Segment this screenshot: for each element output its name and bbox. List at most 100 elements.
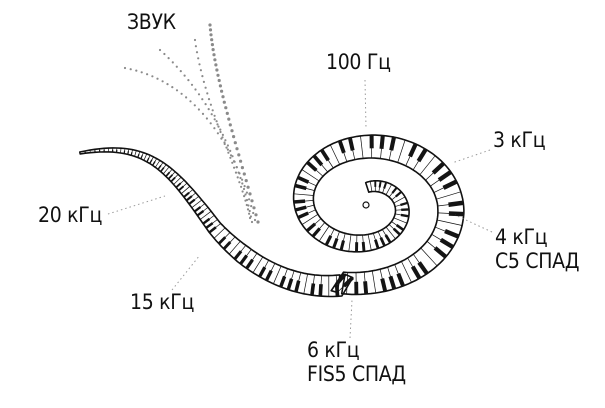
black-key <box>128 151 129 154</box>
sound-dot <box>247 208 249 210</box>
sound-dot <box>227 118 230 121</box>
sound-dot <box>244 200 246 202</box>
sound-dot <box>181 93 183 95</box>
sound-dot <box>248 213 250 215</box>
sound-dot <box>231 162 233 164</box>
sound-dot <box>246 204 248 206</box>
sound-dot <box>223 101 226 104</box>
sound-dot <box>229 123 232 126</box>
sound-dot <box>256 220 259 223</box>
sound-dot <box>247 186 250 189</box>
sound-dot <box>206 92 208 94</box>
sound-dot <box>212 109 214 111</box>
black-key <box>382 136 383 149</box>
label-20-khz: 20 кГц <box>38 203 102 227</box>
sound-dot <box>141 71 143 73</box>
sound-dot <box>236 166 238 168</box>
sound-dot <box>213 127 215 129</box>
sound-dot <box>235 172 237 174</box>
sound-dot <box>212 48 215 51</box>
sound-dot <box>246 192 248 194</box>
sound-dot <box>248 192 251 195</box>
sound-dot <box>212 53 215 56</box>
sound-dot <box>146 73 148 75</box>
sound-dot <box>234 141 237 144</box>
sound-dot <box>214 115 216 117</box>
sound-dot <box>241 179 243 181</box>
sound-dot <box>208 108 210 110</box>
sound-dot <box>234 161 236 163</box>
leader-line <box>350 300 352 338</box>
sound-dot <box>202 113 204 115</box>
sound-dot <box>185 96 187 98</box>
sound-dot <box>217 132 219 134</box>
sound-dot <box>201 98 203 100</box>
sound-dot <box>219 84 222 87</box>
sound-dot <box>205 103 207 105</box>
black-key <box>363 242 364 252</box>
sound-dot <box>229 157 231 159</box>
sound-dot <box>196 51 198 53</box>
sound-dot <box>242 190 244 192</box>
sound-dot <box>232 135 235 138</box>
sound-dot <box>241 182 243 184</box>
sound-dot <box>227 149 229 151</box>
leader-line <box>365 80 366 128</box>
sound-dot <box>239 160 242 163</box>
sound-dot <box>180 70 182 72</box>
sound-dot <box>221 136 223 138</box>
black-key <box>401 215 409 216</box>
sound-dot <box>238 172 240 174</box>
sound-dot <box>200 69 202 71</box>
sound-dot <box>245 179 248 182</box>
sound-dot <box>211 113 213 115</box>
sound-dot <box>194 104 196 106</box>
sound-dot <box>151 75 153 77</box>
sound-dot <box>166 83 168 85</box>
sound-dot <box>227 144 229 146</box>
sound-dot <box>205 87 207 89</box>
sound-dot <box>220 90 223 93</box>
sound-dot <box>215 68 218 71</box>
sound-dot <box>233 167 235 169</box>
label-4-khz: 4 кГц <box>495 225 579 249</box>
sound-dot <box>254 213 257 216</box>
black-key <box>365 281 366 294</box>
sound-dot <box>176 89 178 91</box>
sound-dot <box>222 134 224 136</box>
sound-dot <box>216 123 218 125</box>
label-sound: ЗВУК <box>127 10 176 34</box>
sound-dot <box>243 195 245 197</box>
sound-dot <box>201 75 203 77</box>
black-key <box>312 284 314 296</box>
label-c5-decay: C5 СПАД <box>495 249 579 273</box>
label-3-khz: 3 кГц <box>493 128 545 152</box>
black-key <box>337 284 338 296</box>
sound-dot <box>216 120 218 122</box>
sound-dot <box>226 112 229 115</box>
sound-dot <box>243 188 245 190</box>
sound-dot <box>217 126 219 128</box>
sound-dot <box>230 129 233 132</box>
sound-dot <box>237 153 240 156</box>
sound-dot <box>216 74 219 77</box>
sound-dot <box>221 95 224 98</box>
sound-dot <box>252 212 254 214</box>
sound-dot <box>237 176 239 178</box>
sound-dot <box>229 150 231 152</box>
sound-dot <box>224 139 226 141</box>
sound-dot <box>252 206 255 209</box>
sound-dot <box>206 117 208 119</box>
sound-dot <box>223 141 225 143</box>
sound-dot <box>241 166 244 169</box>
leader-line <box>172 255 200 290</box>
sound-dot <box>240 186 242 188</box>
sound-dot <box>248 198 250 200</box>
label-100-hz: 100 Гц <box>326 50 391 74</box>
sound-dot <box>250 199 253 202</box>
sound-dot <box>194 88 196 90</box>
sound-dot <box>249 210 251 212</box>
sound-dot <box>163 53 165 55</box>
sound-dot <box>198 63 200 65</box>
